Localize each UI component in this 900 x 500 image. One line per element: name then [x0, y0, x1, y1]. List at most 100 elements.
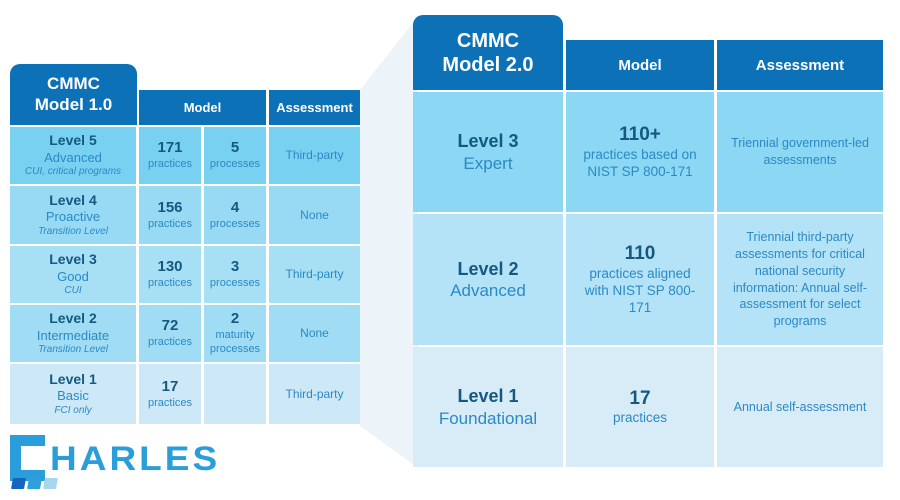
table-row-level-cell: Level 5 Advanced CUI, critical programs [10, 127, 136, 184]
assessment-value: None [300, 326, 329, 340]
practices-value: 72 [161, 317, 179, 335]
table-row-model-cell: 110 practices aligned with NIST SP 800-1… [566, 214, 714, 345]
practices-value: 130 [157, 258, 183, 276]
practices-label: practices [147, 277, 193, 289]
assessment-value: None [300, 207, 329, 222]
table-row-assessment-cell: None [269, 186, 360, 244]
level-note: CUI, critical programs [24, 166, 122, 178]
processes-value: 2 [230, 310, 240, 328]
practices-label: practices [147, 158, 193, 170]
model-description: practices [612, 410, 668, 426]
model-value: 17 [629, 387, 651, 409]
assessment-value: Triennial third-party assessments for cr… [732, 229, 868, 329]
processes-label: maturity processes [209, 329, 261, 355]
table-row-assessment-cell: Triennial third-party assessments for cr… [717, 214, 883, 345]
processes-label: processes [209, 217, 261, 230]
table-row-assessment-cell: Triennial government-led assessments [717, 92, 883, 212]
level-name: Proactive [45, 209, 101, 225]
cmmc-1-header-model: Model [139, 90, 266, 125]
practices-label: practices [147, 217, 193, 230]
level-name: Advanced [450, 281, 526, 301]
processes-label: processes [209, 158, 261, 170]
table-row-level-cell: Level 1 Foundational [413, 347, 563, 467]
table-row-processes-cell: 5 processes [204, 127, 266, 184]
model-description: practices based on NIST SP 800-171 [583, 147, 697, 179]
table-row-assessment-cell: Third-party [269, 246, 360, 303]
model-description: practices aligned with NIST SP 800-171 [584, 266, 696, 315]
table-row-level-cell: Level 3 Good CUI [10, 246, 136, 303]
cmmc-1-header-assessment-label: Assessment [276, 100, 353, 115]
table-row-level-cell: Level 4 Proactive Transition Level [10, 186, 136, 244]
assessment-value: Triennial government-led assessments [731, 136, 869, 167]
table-row-processes-cell: 3 processes [204, 246, 266, 303]
level-note: CUI [64, 285, 82, 297]
processes-value: 4 [230, 198, 240, 216]
model-value: 110+ [619, 124, 661, 146]
level-name: Basic [57, 388, 89, 404]
cmmc-2-header-assessment-label: Assessment [755, 56, 845, 74]
assessment-value: Third-party [285, 148, 344, 162]
table-row-model-cell: 17 practices [566, 347, 714, 467]
cmmc-1-table-body: Level 5 Advanced CUI, critical programs … [10, 127, 360, 424]
practices-value: 156 [157, 198, 183, 216]
practices-label: practices [147, 396, 193, 409]
charles-logo-squares-icon [11, 478, 58, 489]
level-title: Level 5 [49, 132, 97, 149]
logo-square-light [43, 478, 58, 489]
table-row-level-cell: Level 1 Basic FCI only [10, 364, 136, 424]
table-row-assessment-cell: None [269, 305, 360, 362]
level-note: Transition Level [38, 344, 108, 356]
level-title: Level 2 [49, 310, 97, 327]
table-row-processes-cell: 2 maturity processes [204, 305, 266, 362]
level-title: Level 2 [457, 258, 519, 279]
table-row-assessment-cell: Third-party [269, 127, 360, 184]
table-row-processes-cell: 4 processes [204, 186, 266, 244]
level-name: Foundational [438, 408, 538, 428]
level-title: Level 4 [49, 191, 97, 208]
cmmc-2-title-line1: CMMC [456, 29, 520, 52]
table-row-practices-cell: 130 practices [139, 246, 201, 303]
cmmc-1-header-assessment: Assessment [269, 90, 360, 125]
model-value: 110 [624, 243, 656, 265]
level-note: Transition Level [38, 225, 108, 237]
table-row-assessment-cell: Annual self-assessment [717, 347, 883, 467]
cmmc-2-header-model-label: Model [618, 56, 662, 74]
table-row-practices-cell: 156 practices [139, 186, 201, 244]
charles-logo-text: HARLES [50, 439, 221, 478]
assessment-value: Third-party [285, 386, 344, 401]
charles-logo: HARLES [10, 434, 220, 496]
table-row-assessment-cell: Third-party [269, 364, 360, 424]
level-note: FCI only [54, 404, 92, 416]
level-title: Level 3 [457, 131, 519, 152]
table-row-level-cell: Level 2 Intermediate Transition Level [10, 305, 136, 362]
table-row-model-cell: 110+ practices based on NIST SP 800-171 [566, 92, 714, 212]
table-row-practices-cell: 17 practices [139, 364, 201, 424]
processes-value: 5 [230, 139, 240, 157]
table-row-practices-cell: 171 practices [139, 127, 201, 184]
logo-square-mid [27, 478, 42, 489]
table-row-level-cell: Level 3 Expert [413, 92, 563, 212]
practices-label: practices [147, 336, 193, 348]
level-title: Level 1 [457, 386, 519, 407]
table-row-level-cell: Level 2 Advanced [413, 214, 563, 345]
charles-logo-c-icon [10, 435, 45, 481]
level-title: Level 1 [49, 370, 97, 387]
cmmc-1-title-line2: Model 1.0 [34, 94, 113, 114]
assessment-value: Third-party [285, 267, 344, 281]
table-row-processes-cell [204, 364, 266, 424]
cmmc-2-title-tab: CMMC Model 2.0 [413, 15, 563, 90]
cmmc-1-title-tab: CMMC Model 1.0 [10, 64, 137, 125]
practices-value: 17 [161, 377, 179, 395]
practices-value: 171 [157, 139, 183, 157]
processes-value: 3 [230, 258, 240, 276]
cmmc-1-title-line1: CMMC [47, 74, 100, 94]
processes-label: processes [209, 277, 261, 289]
cmmc-2-table-body: Level 3 Expert 110+ practices based on N… [413, 92, 883, 467]
cmmc-1-header-model-label: Model [183, 100, 222, 115]
level-name: Advanced [44, 149, 102, 165]
cmmc-2-header-model: Model [566, 40, 714, 90]
logo-square-dark [11, 478, 26, 489]
assessment-value: Annual self-assessment [733, 399, 867, 414]
level-name: Expert [463, 153, 513, 173]
